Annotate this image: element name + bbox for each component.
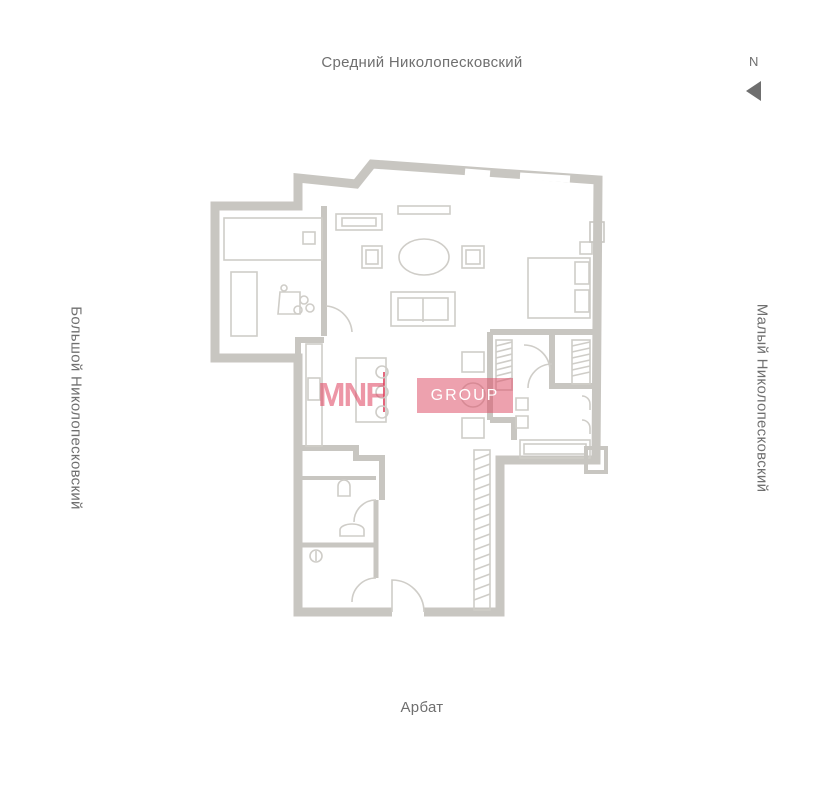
dining-table — [398, 238, 450, 276]
kitchen-counter — [305, 343, 323, 447]
compass-label: N — [749, 54, 759, 69]
bed — [527, 257, 591, 319]
shelf — [335, 213, 383, 231]
bathtub — [519, 439, 591, 459]
street-label-top: Средний Николопесковский — [321, 54, 523, 71]
kitchen-island — [355, 357, 387, 423]
watermark-logo-text: GROUP — [417, 378, 513, 413]
sofa — [390, 291, 456, 327]
street-label-bottom: Арбат — [400, 699, 444, 716]
north-arrow-icon — [746, 81, 761, 101]
entrance-door — [391, 579, 425, 613]
armchair — [361, 245, 383, 269]
watermark-logo-mark: MNF — [318, 376, 385, 413]
outer-walls — [210, 159, 603, 617]
armchair — [461, 245, 485, 269]
